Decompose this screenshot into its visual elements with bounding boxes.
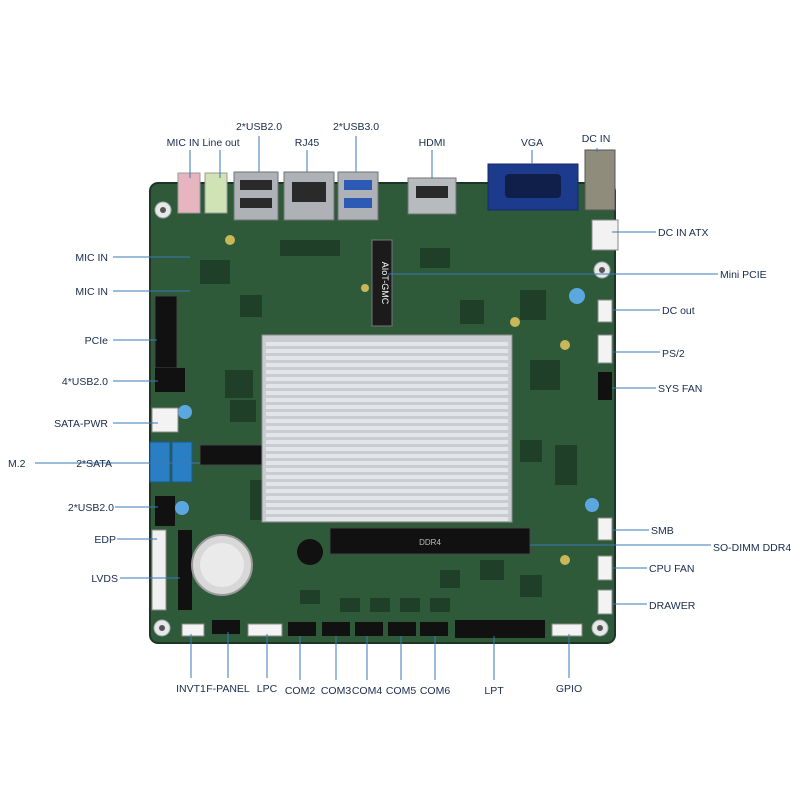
heatsink-fin	[266, 468, 508, 472]
label-top-mic-in: MIC IN	[166, 137, 200, 149]
heatsink-fin	[266, 440, 508, 444]
label-right-ps2: PS/2	[662, 348, 685, 360]
label-top-rj45: RJ45	[294, 137, 320, 149]
label-right-drawer: DRAWER	[649, 600, 696, 612]
label-right-mini-pcie: Mini PCIE	[720, 269, 767, 281]
heatsink-fin	[266, 356, 508, 360]
heatsink-fin	[266, 433, 508, 437]
heatsink-fin	[266, 454, 508, 458]
label-left-m2: M.2	[8, 458, 26, 470]
label-left-mic-in-2: MIC IN	[75, 286, 108, 298]
label-top-vga: VGA	[520, 137, 544, 149]
label-left-2sata: 2*SATA	[76, 458, 112, 470]
label-top-hdmi: HDMI	[418, 137, 446, 149]
label-bottom-f-panel: F-PANEL	[206, 683, 250, 695]
label-left-edp: EDP	[94, 534, 116, 546]
heatsink-fin	[266, 482, 508, 486]
heatsink-fin	[266, 503, 508, 507]
motherboard-image: AIoT-GMC DDR4	[149, 149, 619, 644]
label-top-dc-in: DC IN	[581, 133, 611, 145]
heatsink-fin	[266, 370, 508, 374]
heatsink-fin	[266, 419, 508, 423]
label-bottom-com3: COM3	[320, 685, 352, 697]
label-right-smb: SMB	[651, 525, 674, 537]
heatsink-fin	[266, 391, 508, 395]
heatsink-fin	[266, 384, 508, 388]
label-bottom-gpio: GPIO	[555, 683, 583, 695]
label-right-cpu-fan: CPU FAN	[649, 563, 695, 575]
label-left-4usb20: 4*USB2.0	[61, 376, 108, 388]
heatsink-fin	[266, 342, 508, 346]
label-right-sys-fan: SYS FAN	[658, 383, 703, 395]
label-left-lvds: LVDS	[91, 573, 118, 585]
label-bottom-com5: COM5	[385, 685, 417, 697]
sodimm-silkscreen: DDR4	[419, 538, 441, 547]
heatsink-fin	[266, 377, 508, 381]
label-left-mic-in-1: MIC IN	[75, 252, 108, 264]
cmos-battery-icon	[191, 534, 253, 596]
label-top-line-out: Line out	[202, 137, 240, 149]
heatsink-fin	[266, 426, 508, 430]
label-bottom-com2: COM2	[284, 685, 316, 697]
label-left-pcie: PCIe	[84, 335, 108, 347]
label-bottom-lpc: LPC	[256, 683, 278, 695]
label-top-usb20: 2*USB2.0	[235, 121, 283, 133]
heatsink-icon	[261, 334, 513, 523]
fan-header-icon	[597, 555, 613, 581]
label-right-dc-in-atx: DC IN ATX	[658, 227, 709, 239]
heatsink-fin	[266, 517, 508, 521]
heatsink-fin	[266, 363, 508, 367]
module-silkscreen: AIoT-GMC	[380, 262, 390, 305]
heatsink-fin	[266, 398, 508, 402]
label-right-dc-out: DC out	[662, 305, 695, 317]
heatsink-fin	[266, 349, 508, 353]
label-right-so-dimm-ddr4: SO-DIMM DDR4	[713, 542, 792, 554]
leader-lines	[35, 136, 718, 680]
heatsink-fin	[266, 461, 508, 465]
heatsink-fin	[266, 475, 508, 479]
label-left-2usb20: 2*USB2.0	[67, 502, 114, 514]
label-bottom-lpt: LPT	[484, 685, 504, 697]
heatsink-fin	[266, 489, 508, 493]
label-top-usb30: 2*USB3.0	[332, 121, 380, 133]
label-bottom-com6: COM6	[419, 685, 451, 697]
label-bottom-com4: COM4	[351, 685, 383, 697]
heatsink-fin	[266, 412, 508, 416]
label-left-sata-pwr: SATA-PWR	[54, 418, 108, 430]
heatsink-fin	[266, 510, 508, 514]
label-bottom-invt1: INVT1	[176, 683, 206, 695]
heatsink-fin	[266, 496, 508, 500]
heatsink-fin	[266, 447, 508, 451]
heatsink-fin	[266, 405, 508, 409]
